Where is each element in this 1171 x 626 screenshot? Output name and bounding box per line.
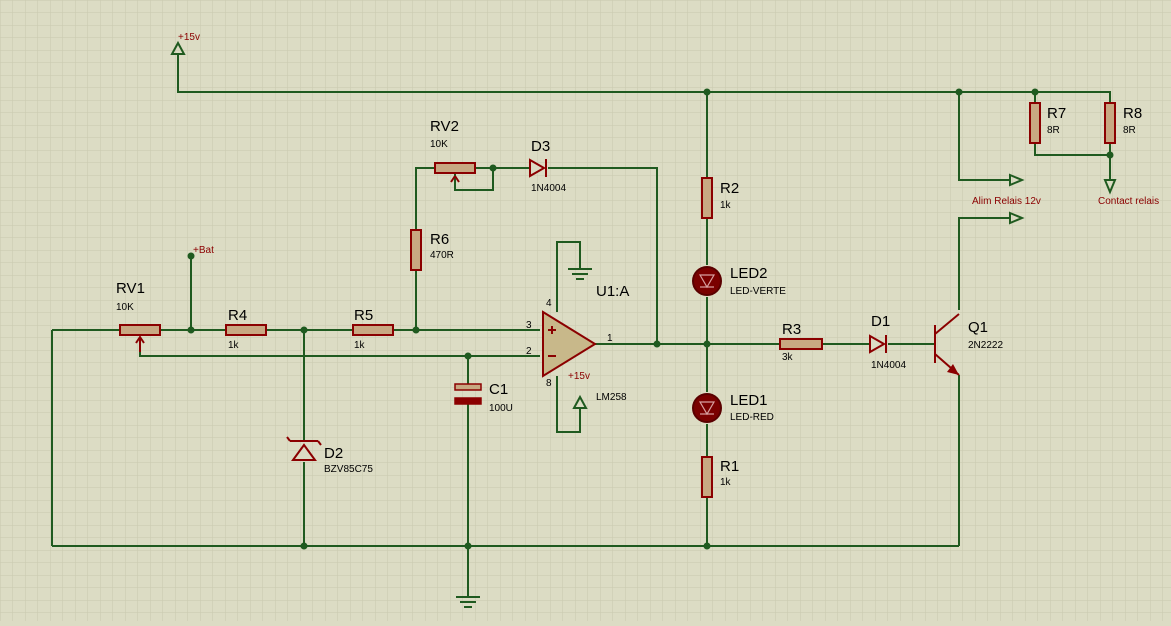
led-led1[interactable]: LED1 LED-RED: [692, 392, 774, 423]
led2-ref: LED2: [730, 265, 768, 282]
capacitor-c1[interactable]: C1 100U: [454, 381, 513, 414]
alim-terminal: Alim Relais 12v: [972, 173, 1041, 207]
zener-diode-d2[interactable]: D2 BZV85C75: [286, 436, 373, 475]
vcc-terminal-top: +15v: [170, 32, 200, 55]
led1-value: LED-RED: [730, 412, 774, 423]
bat-label: +Bat: [193, 245, 214, 256]
c1-value: 100U: [489, 403, 513, 414]
q1-value: 2N2222: [968, 340, 1003, 351]
d2-ref: D2: [324, 445, 343, 462]
pin-out: 1: [607, 333, 613, 344]
vcc-symbol-opamp: +15v: [568, 371, 590, 409]
r6-ref: R6: [430, 231, 449, 248]
r8-value: 8R: [1123, 125, 1136, 136]
r4-ref: R4: [228, 307, 247, 324]
d1-ref: D1: [871, 313, 890, 330]
resistor-r3[interactable]: R3 3k: [779, 321, 823, 363]
r3-value: 3k: [782, 352, 794, 363]
u1-value: LM258: [596, 392, 627, 403]
pin-vcc: 4: [546, 298, 552, 309]
r3-ref: R3: [782, 321, 801, 338]
resistor-r4[interactable]: R4 1k: [225, 307, 267, 351]
ground-symbol-bottom: [456, 596, 480, 608]
resistor-r6[interactable]: R6 470R: [410, 229, 454, 271]
potentiometer-rv2[interactable]: RV2 10K: [430, 118, 476, 183]
u1-ref: U1:A: [596, 283, 629, 300]
r6-value: 470R: [430, 250, 454, 261]
led1-ref: LED1: [730, 392, 768, 409]
rv2-ref: RV2: [430, 118, 459, 135]
led-led2[interactable]: LED2 LED-VERTE: [692, 265, 786, 297]
opamp-u1a[interactable]: 3 2 1 4 8 U1:A LM258: [526, 283, 629, 403]
resistor-r7[interactable]: R7 8R: [1029, 102, 1066, 144]
r2-ref: R2: [720, 180, 739, 197]
r2-value: 1k: [720, 200, 732, 211]
transistor-q1[interactable]: Q1 2N2222: [934, 313, 1003, 376]
q1-ref: Q1: [968, 319, 988, 336]
c1-ref: C1: [489, 381, 508, 398]
pin-gnd: 8: [546, 378, 552, 389]
diode-d3[interactable]: D3 1N4004: [529, 138, 566, 194]
resistor-r8[interactable]: R8 8R: [1104, 102, 1142, 144]
resistor-r1[interactable]: R1 1k: [701, 456, 739, 498]
resistor-r2[interactable]: R2 1k: [701, 177, 739, 219]
rv2-value: 10K: [430, 139, 448, 150]
r7-ref: R7: [1047, 105, 1066, 122]
alim-label: Alim Relais 12v: [972, 196, 1041, 207]
d3-value: 1N4004: [531, 183, 566, 194]
resistor-r5[interactable]: R5 1k: [352, 307, 394, 351]
ground-symbol-opamp: [568, 268, 592, 280]
r1-ref: R1: [720, 458, 739, 475]
contact-terminal: Contact relais: [1098, 179, 1159, 207]
junctions: [187, 88, 1114, 550]
r4-value: 1k: [228, 340, 240, 351]
potentiometer-rv1[interactable]: RV1 10K: [116, 280, 161, 352]
vcc-opamp-label: +15v: [568, 371, 590, 382]
d1-value: 1N4004: [871, 360, 906, 371]
pin-in-minus: 2: [526, 346, 532, 357]
r1-value: 1k: [720, 477, 732, 488]
vcc-label: +15v: [178, 32, 200, 43]
r5-value: 1k: [354, 340, 366, 351]
rv1-ref: RV1: [116, 280, 145, 297]
diode-d1[interactable]: D1 1N4004: [869, 313, 906, 371]
r5-ref: R5: [354, 307, 373, 324]
d2-value: BZV85C75: [324, 464, 373, 475]
r8-ref: R8: [1123, 105, 1142, 122]
rv1-value: 10K: [116, 302, 134, 313]
contact-label: Contact relais: [1098, 196, 1159, 207]
led2-value: LED-VERTE: [730, 286, 786, 297]
q1-collector-terminal: [1009, 211, 1025, 225]
pin-in-plus: 3: [526, 320, 532, 331]
d3-ref: D3: [531, 138, 550, 155]
r7-value: 8R: [1047, 125, 1060, 136]
